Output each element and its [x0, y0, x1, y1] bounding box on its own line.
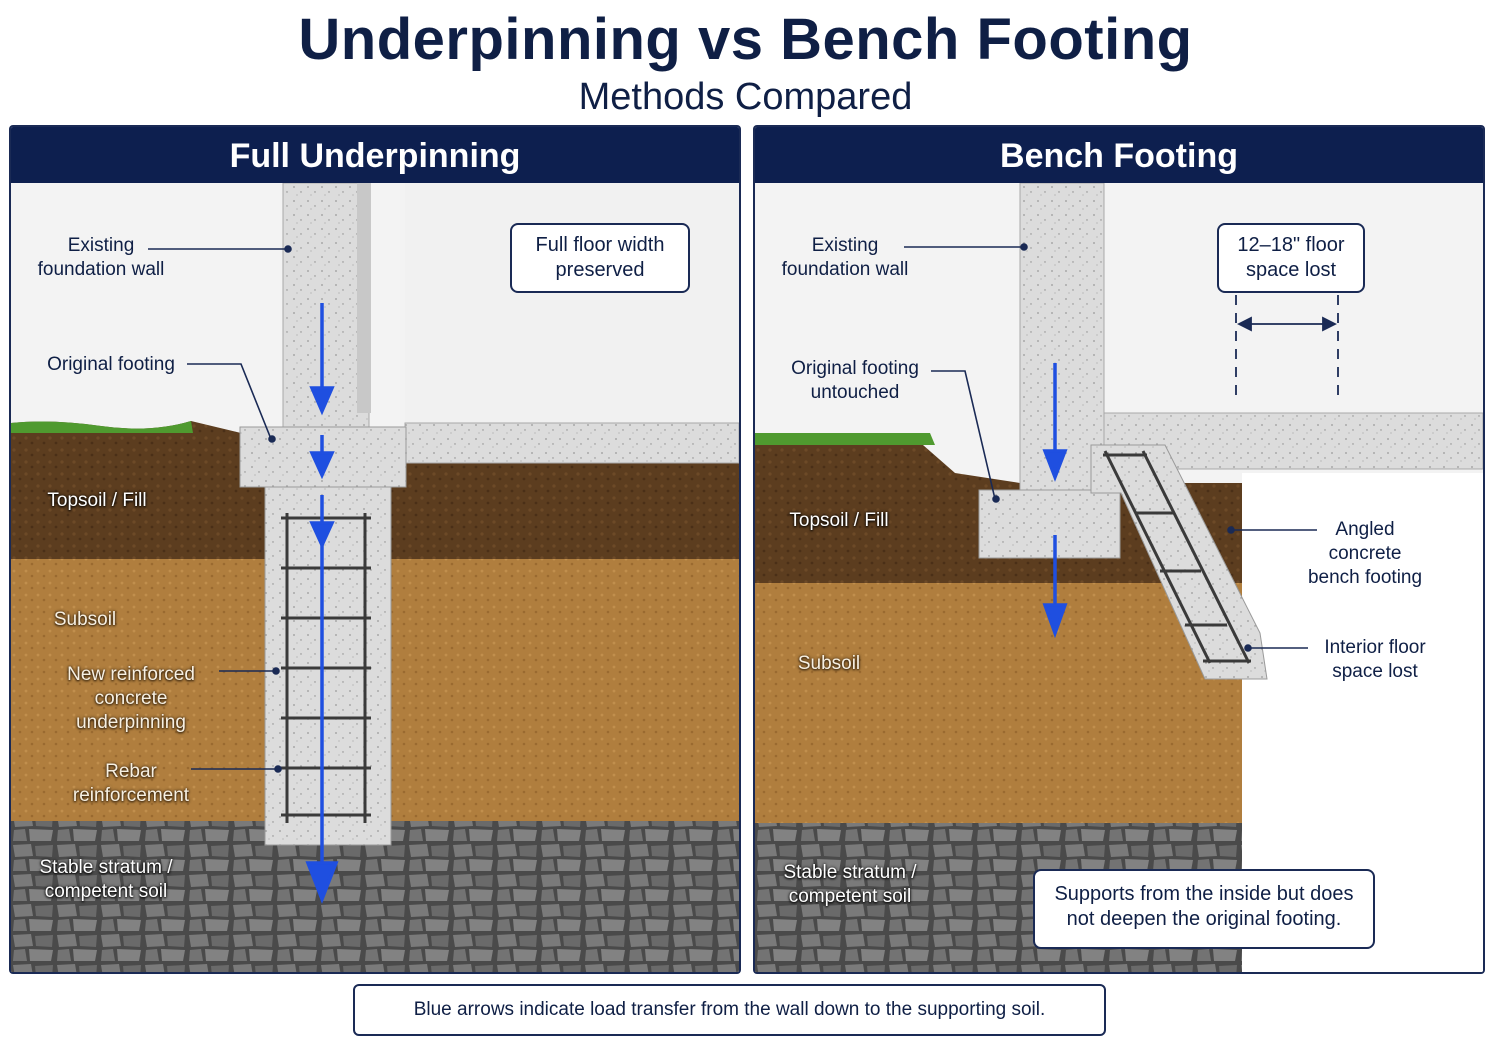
bench-footing-panel: Bench Footing: [753, 125, 1485, 974]
bench-rebar: [1103, 450, 1251, 664]
full-underpinning-panel: Full Underpinning: [9, 125, 741, 974]
load-arrows: [305, 303, 339, 904]
dimension-marker: [1235, 295, 1339, 399]
label-topsoil: Topsoil / Fill: [47, 490, 147, 511]
bench-footing-diagram: [755, 183, 1483, 972]
full-underpinning-header: Full Underpinning: [11, 127, 739, 183]
bench-footing-header: Bench Footing: [755, 127, 1483, 183]
label-stable-stratum: Stable stratum /competent soil: [783, 862, 917, 907]
label-topsoil: Topsoil / Fill: [789, 510, 889, 531]
label-subsoil: Subsoil: [797, 653, 861, 674]
label-subsoil: Subsoil: [53, 609, 117, 630]
bench-load-arrows: [1042, 363, 1068, 639]
label-original-footing: Original footing: [47, 354, 175, 375]
page-title: Underpinning vs Bench Footing: [298, 7, 1193, 72]
label-stable-stratum: Stable stratum /competent soil: [39, 857, 173, 902]
rebar-cage: [281, 513, 371, 823]
full-underpinning-diagram: [11, 183, 739, 972]
page-subtitle: Methods Compared: [578, 76, 913, 118]
legend-note: Blue arrows indicate load transfer from …: [353, 984, 1106, 1036]
